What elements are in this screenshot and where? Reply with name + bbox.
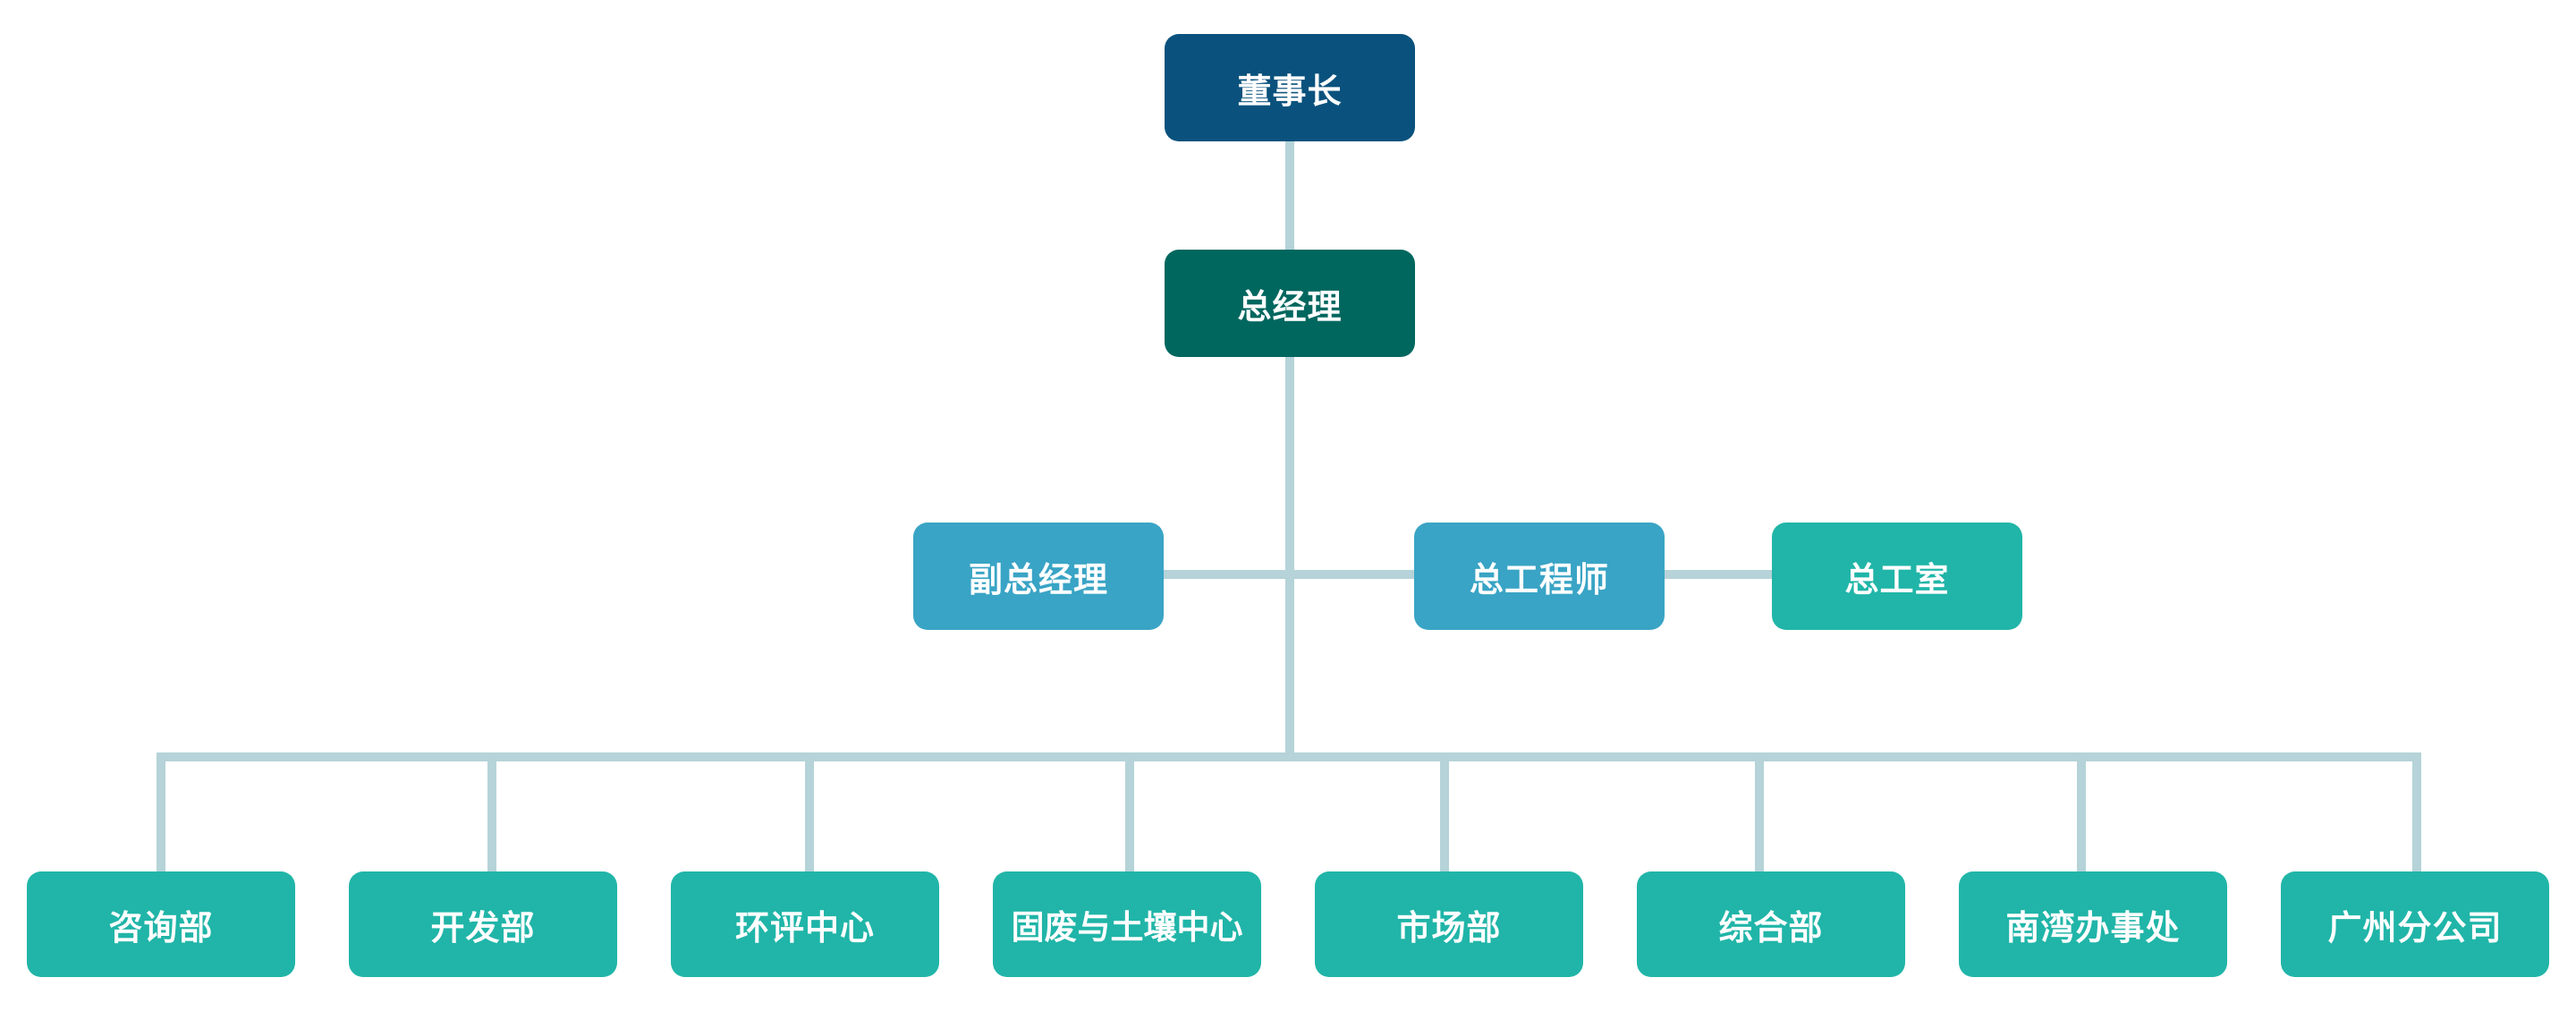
department-node: 咨询部 [27, 871, 295, 977]
department-node: 广州分公司 [2281, 871, 2549, 977]
general-manager-node: 总经理 [1165, 250, 1415, 357]
chief-engineer-office-node: 总工室 [1772, 523, 2022, 630]
department-node: 市场部 [1315, 871, 1583, 977]
department-node: 环评中心 [671, 871, 939, 977]
department-node: 开发部 [349, 871, 617, 977]
deputy-general-manager-node: 副总经理 [913, 523, 1164, 630]
chief-engineer-node: 总工程师 [1414, 523, 1665, 630]
department-node: 固废与土壤中心 [993, 871, 1261, 977]
department-node: 南湾办事处 [1959, 871, 2227, 977]
chairman-node: 董事长 [1165, 34, 1415, 141]
department-node: 综合部 [1637, 871, 1905, 977]
